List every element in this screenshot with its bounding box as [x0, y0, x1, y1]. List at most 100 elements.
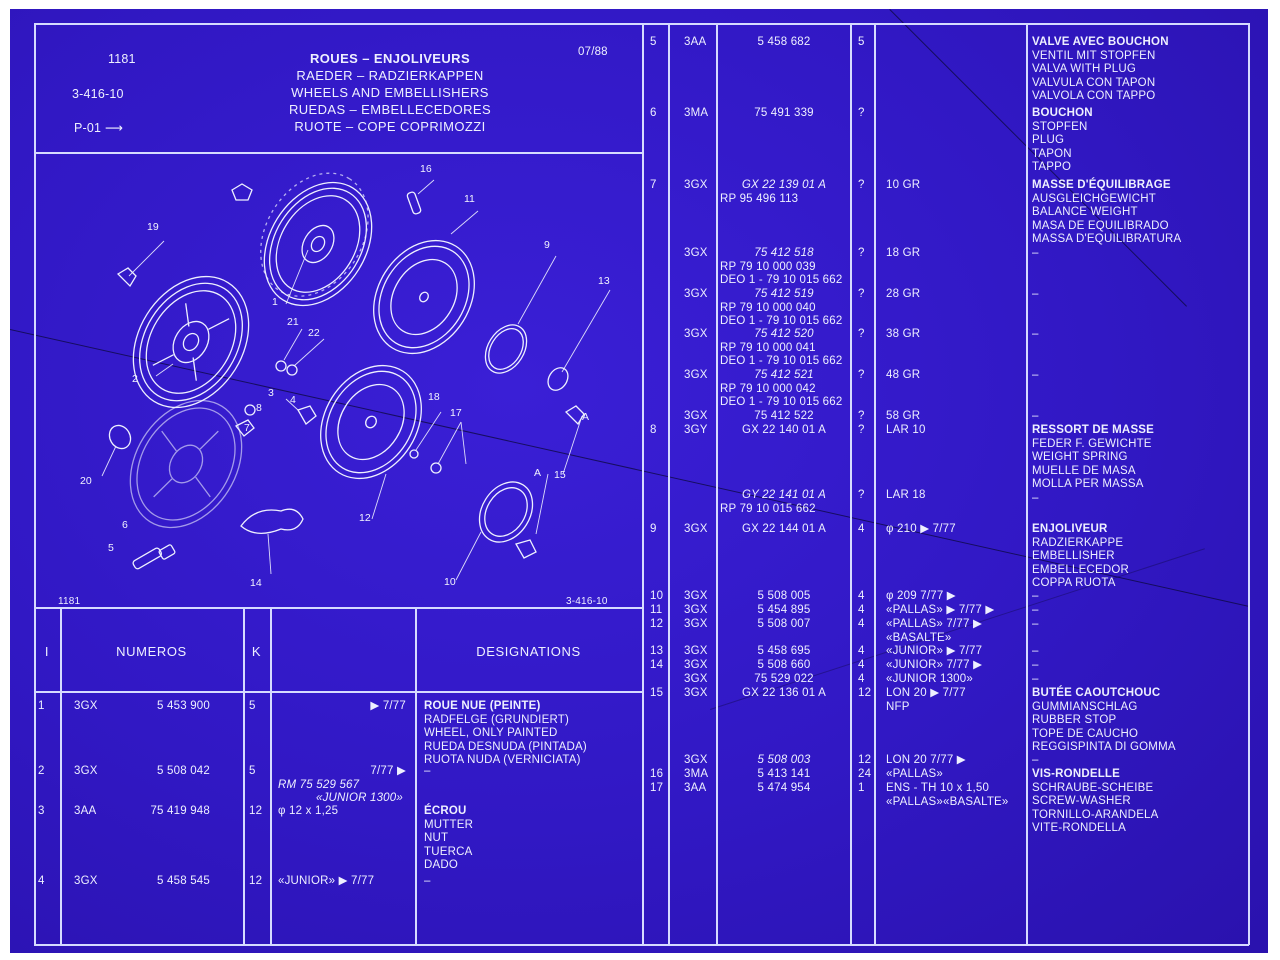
figure-footer-left: 1181 [58, 596, 81, 607]
row-index: 8 [650, 424, 657, 436]
part-7 [234, 419, 255, 437]
row-designation-translation: EMBELLECEDOR [1032, 563, 1129, 576]
callout-1: 1 [272, 296, 278, 308]
row-code: 3GX [74, 765, 98, 777]
callout-16: 16 [420, 163, 432, 175]
row-part-number: GX 22 139 01 A [741, 179, 827, 191]
row-designation: VIS-RONDELLE [1032, 768, 1121, 780]
row-designation-translation: PLUG [1032, 134, 1065, 147]
row-part-number: 5 474 954 [757, 782, 811, 794]
callout-19: 19 [147, 221, 159, 233]
row-designation-translation: WEIGHT SPRING [1032, 451, 1128, 464]
row-code: 3GX [684, 247, 708, 259]
col-header-numeros: NUMEROS [116, 644, 187, 659]
row-part-number: GX 22 140 01 A [741, 424, 826, 436]
row-designation-translation: EMBELLISHER [1032, 550, 1115, 563]
row-note: «PALLAS» 7/77 ▶ [886, 618, 983, 630]
row-qty: 5 [858, 36, 865, 48]
row-qty: ? [858, 107, 865, 119]
row-sub-ref: RM 75 529 567 [278, 779, 360, 791]
row-sub-ref: «BASALTE» [886, 631, 952, 644]
row-note: φ 210 ▶ 7/77 [886, 523, 956, 535]
callout-5: 5 [108, 542, 114, 554]
row-part-number: 75 412 519 [754, 288, 814, 300]
col-line [874, 23, 876, 945]
figure-divider [34, 607, 642, 609]
row-designation-translation: MASSA D'EQUILIBRATURA [1032, 233, 1182, 246]
callout-7: 7 [244, 422, 250, 434]
exploded-wheel-diagram [101, 172, 611, 581]
row-note: 10 GR [886, 179, 921, 191]
row-designation-translation: STOPFEN [1032, 120, 1088, 133]
row-part-number: GX 22 144 01 A [741, 523, 826, 535]
row-sub-ref: NFP [886, 700, 910, 713]
row-code: 3GX [74, 700, 98, 712]
row-designation: MASSE D'ÉQUILIBRAGE [1032, 179, 1171, 191]
row-note: ▶ 7/77 [370, 700, 406, 712]
col-line [716, 23, 718, 945]
clip-top [231, 183, 253, 201]
row-qty: ? [858, 179, 865, 191]
row-qty: 12 [858, 687, 872, 699]
trim-ring-9 [484, 324, 528, 374]
row-designation: ÉCROU [424, 805, 467, 817]
callout-13: 13 [598, 275, 610, 287]
page-code: 1181 [108, 52, 136, 66]
title-en: WHEELS AND EMBELLISHERS [291, 85, 489, 100]
row-designation: – [1032, 645, 1039, 657]
row-qty: 4 [858, 659, 865, 671]
frame-bottom [34, 944, 1249, 946]
row-code: 3GX [684, 369, 708, 381]
stop-a [515, 539, 537, 559]
row-code: 3MA [684, 768, 709, 780]
row-part-number: 5 508 007 [757, 618, 811, 630]
callout-3: 3 [268, 387, 274, 399]
callout-10: 10 [444, 576, 456, 588]
row-designation-translation: BALANCE WEIGHT [1032, 206, 1138, 219]
row-part-number: 75 412 522 [754, 410, 814, 422]
row-designation-translation: MOLLA PER MASSA [1032, 478, 1144, 491]
row-designation-translation: MUELLE DE MASA [1032, 464, 1136, 477]
row-qty: 12 [249, 875, 263, 887]
row-qty: 12 [249, 805, 263, 817]
row-designation-translation: TAPPO [1032, 161, 1072, 174]
row-designation: – [424, 765, 431, 777]
row-part-number: 5 454 895 [757, 604, 811, 616]
figure-footer-right: 3-416-10 [566, 596, 608, 607]
frame-left [34, 23, 36, 945]
row-sub-ref: RP 79 10 000 039 [720, 260, 816, 273]
row-sub-model: «JUNIOR 1300» [316, 792, 403, 804]
frame-top-right [650, 23, 1248, 25]
row-note: LON 20 7/77 ▶ [886, 754, 966, 766]
hubcap-12 [320, 364, 422, 480]
callout-12: 12 [359, 512, 371, 524]
row-designation-translation: NUT [424, 832, 449, 845]
row-note: «PALLAS» ▶ 7/77 ▶ [886, 604, 995, 616]
row-index: 11 [650, 604, 663, 616]
col-header-designations: DESIGNATIONS [476, 644, 581, 659]
row-part-number: 75 412 518 [754, 247, 814, 259]
row-designation: – [1032, 288, 1039, 300]
frame-center [642, 23, 644, 945]
col-header-index: I [44, 644, 50, 659]
clip-19 [116, 267, 137, 288]
callout-4: 4 [290, 394, 296, 406]
row-qty: ? [858, 489, 865, 501]
row-designation: – [1032, 673, 1039, 685]
title-it: RUOTE – COPE COPRIMOZZI [294, 119, 486, 134]
row-sub-ref: DEO 1 - 79 10 015 662 [720, 396, 843, 409]
row-note: φ 209 7/77 ▶ [886, 590, 956, 602]
row-note: 28 GR [886, 288, 921, 300]
row-qty: 12 [858, 754, 872, 766]
row-designation: RESSORT DE MASSE [1032, 424, 1155, 436]
callout-17: 17 [450, 407, 462, 419]
row-qty: 4 [858, 645, 865, 657]
row-sub-ref: RP 79 10 015 662 [720, 502, 816, 515]
row-qty: 5 [249, 765, 256, 777]
row-code: 3GX [684, 754, 708, 766]
row-qty: 4 [858, 590, 865, 602]
row-qty: ? [858, 410, 865, 422]
part-22 [286, 364, 298, 376]
row-designation-translation: MASA DE EQUILIBRADO [1032, 219, 1169, 232]
row-designation: – [1032, 590, 1039, 602]
